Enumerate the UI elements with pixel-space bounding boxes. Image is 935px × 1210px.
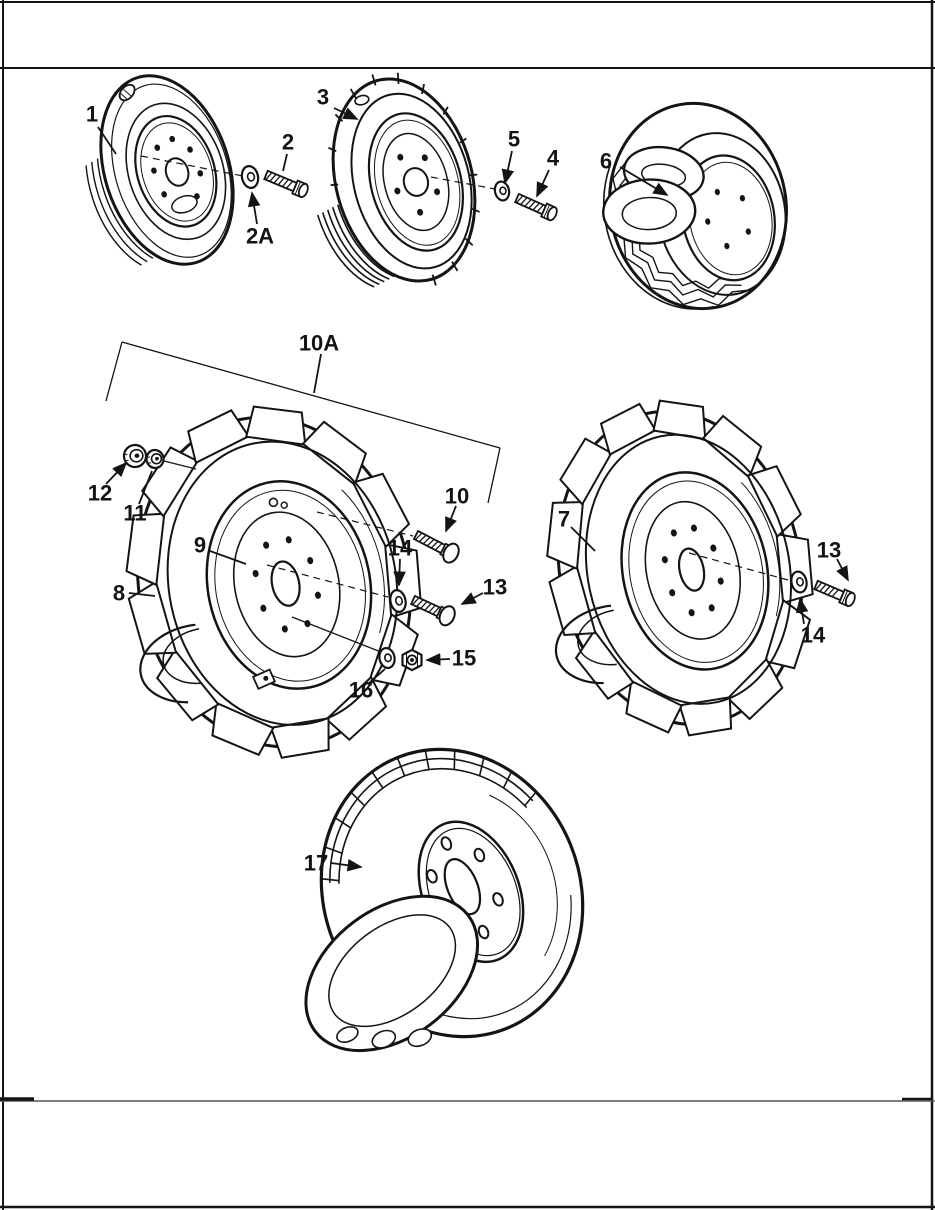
callout-label-13L: 13	[483, 575, 507, 600]
callout-label-17: 17	[304, 851, 328, 876]
leader-line	[570, 526, 596, 552]
leader-line	[282, 153, 288, 172]
leader-line	[836, 558, 849, 582]
assembly-axis-line	[266, 564, 389, 598]
callout-label-7: 7	[558, 507, 570, 532]
callout-label-11: 11	[123, 501, 146, 526]
leader-line	[460, 592, 484, 605]
bracket-line	[163, 460, 197, 470]
leader-line	[393, 558, 406, 587]
nut-15	[401, 648, 423, 672]
bracket-line	[291, 616, 382, 653]
leader-line	[138, 470, 153, 505]
callout-label-4: 4	[547, 146, 560, 171]
callout-label-10: 10	[445, 484, 469, 509]
callout-label-15: 15	[452, 646, 476, 671]
callout-label-1: 1	[86, 102, 98, 127]
leader-line	[425, 653, 451, 666]
assembly-axis-line	[430, 176, 496, 190]
callout-label-16: 16	[349, 678, 373, 703]
leader-line	[795, 597, 809, 625]
washer-2A	[240, 165, 260, 189]
washer-14L	[389, 589, 407, 613]
leader-line	[368, 668, 386, 684]
bracket-line	[487, 447, 501, 504]
wheel-1-front-disc	[84, 74, 235, 274]
bracket-line	[121, 341, 501, 449]
assembly-axis-line	[140, 155, 244, 177]
callout-label-3: 3	[317, 85, 329, 110]
leader-line	[97, 126, 117, 155]
callout-label-13R: 13	[817, 538, 841, 563]
callout-label-14L: 14	[388, 536, 413, 561]
leader-line	[313, 353, 322, 394]
washer-12	[122, 443, 148, 469]
leader-line	[209, 550, 247, 565]
wheel-6-front-tire	[602, 101, 788, 311]
leader-line	[333, 107, 359, 120]
washer-5	[493, 180, 511, 202]
leader-line	[445, 505, 457, 533]
leader-line	[501, 150, 515, 185]
bolt-2	[263, 169, 309, 199]
assembly-axis-line	[316, 511, 414, 537]
callout-label-12: 12	[88, 481, 112, 506]
bolt-4	[513, 192, 558, 222]
callout-label-14R: 14	[801, 623, 826, 648]
leader-line	[619, 166, 669, 196]
leader-line	[128, 592, 156, 597]
bolt-13L	[409, 594, 456, 627]
bolt-10	[412, 529, 460, 564]
assembly-axis-line	[688, 552, 789, 581]
callout-label-2: 2	[282, 130, 294, 155]
callout-label-9: 9	[194, 533, 206, 558]
leader-line	[105, 461, 128, 485]
bolt-13R	[813, 579, 856, 608]
bracket-line	[105, 341, 123, 402]
callout-label-10A: 10A	[299, 331, 339, 356]
callout-label-5: 5	[508, 127, 520, 152]
callout-label-6: 6	[600, 149, 612, 174]
washer-16	[378, 646, 396, 670]
washer-11	[145, 448, 165, 470]
wheel-17-rear-tire	[304, 747, 585, 1053]
leader-line	[330, 858, 363, 872]
leader-line	[536, 169, 550, 198]
leader-line	[247, 191, 261, 225]
callout-label-8: 8	[113, 581, 125, 606]
washer-14R	[790, 570, 808, 594]
callout-label-2A: 2A	[246, 224, 274, 249]
wheel-7-tractor-tire	[546, 399, 814, 737]
wheel-3-lugged	[310, 72, 480, 292]
wheel-8-tractor-tire	[125, 405, 423, 759]
